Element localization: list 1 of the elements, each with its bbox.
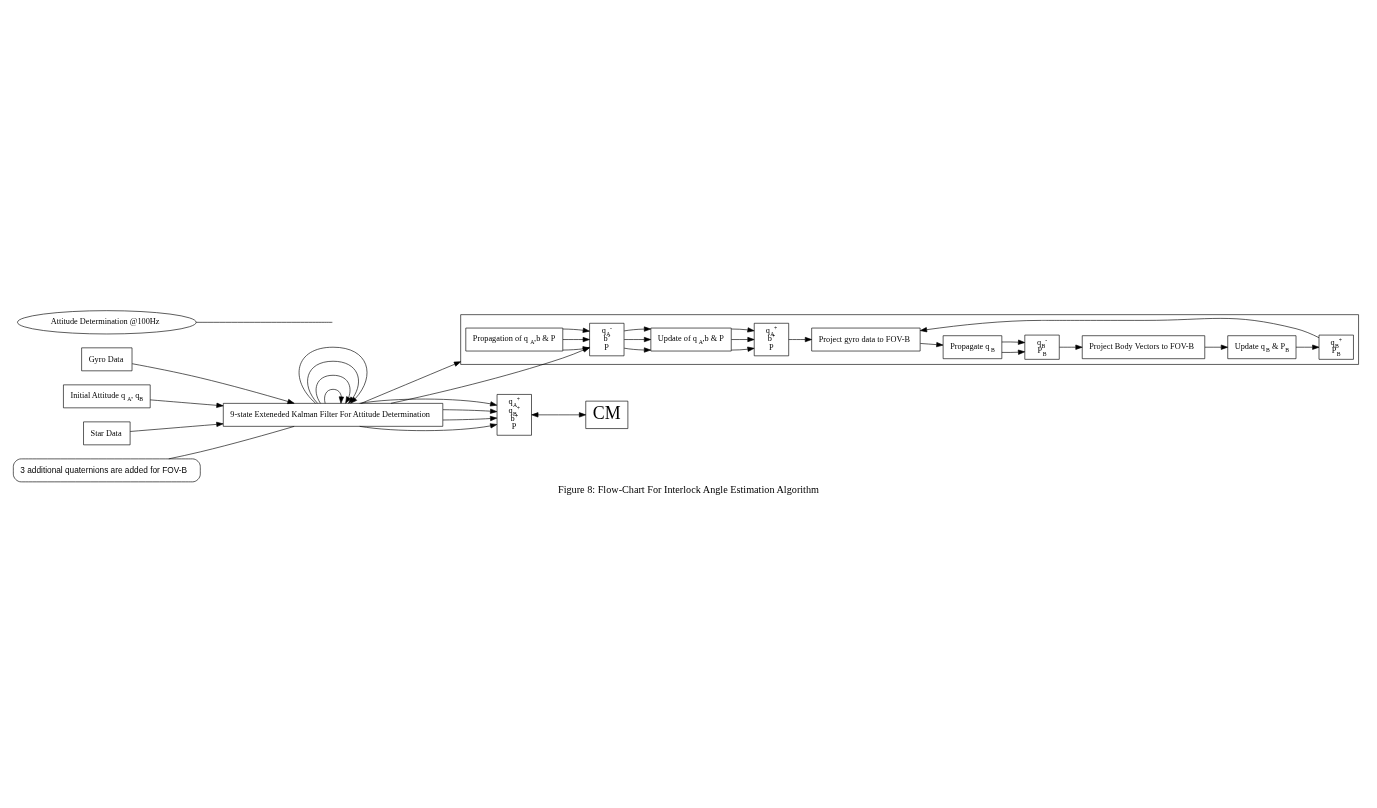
caption: Figure 8: Flow-Chart For Interlock Angle Estimation Algorithm (557, 483, 820, 495)
